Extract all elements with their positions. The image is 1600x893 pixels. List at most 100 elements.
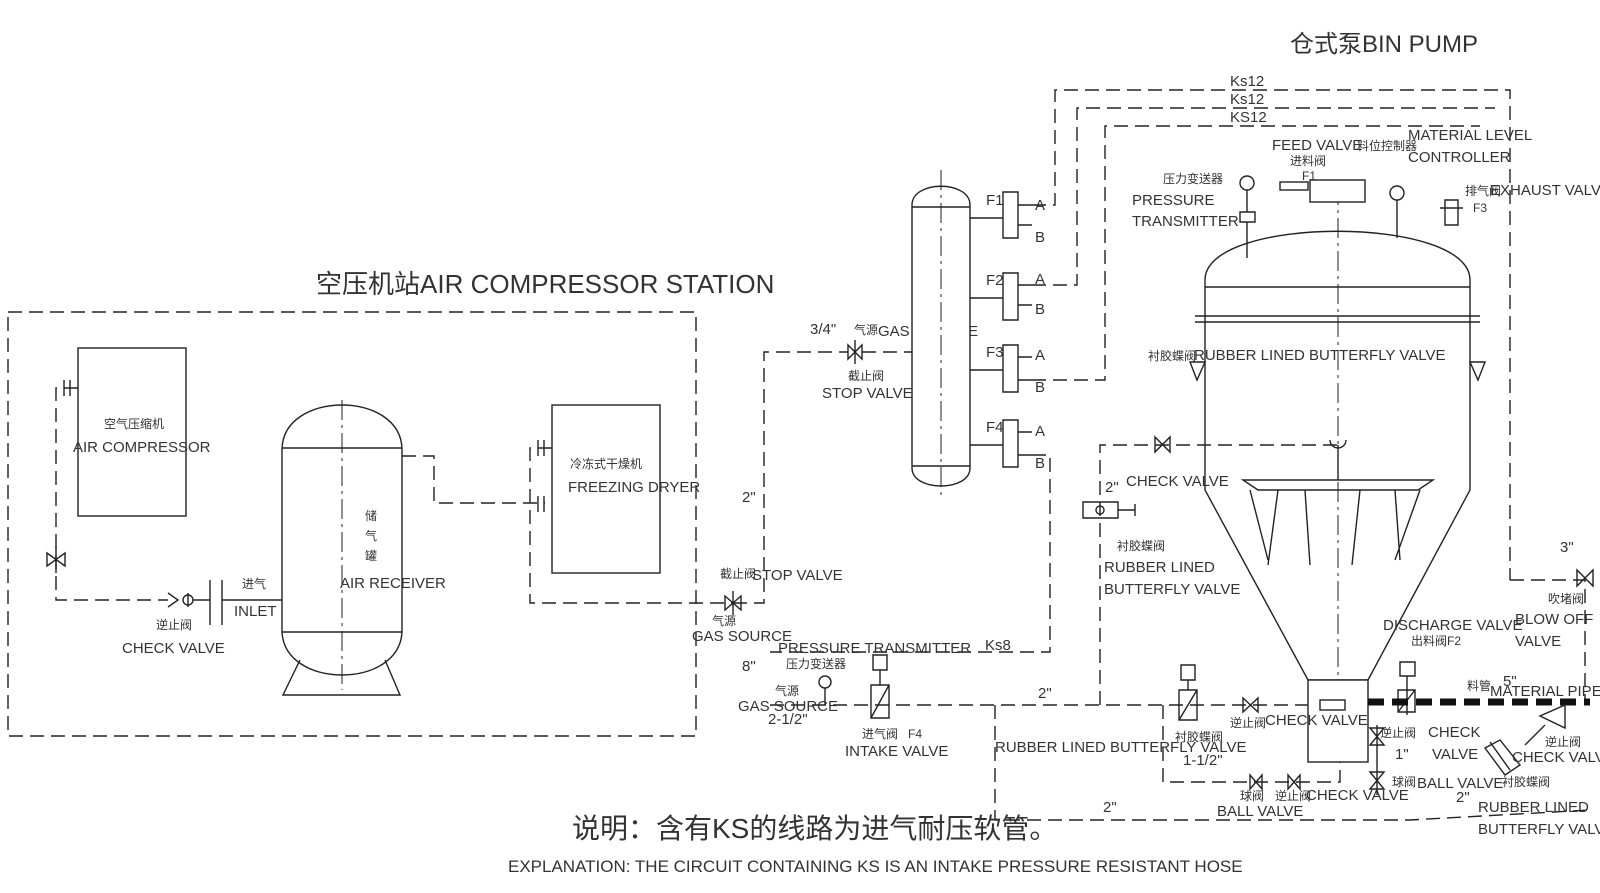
- explanation-zh: 说明：含有KS的线路为进气耐压软管。: [572, 813, 1057, 844]
- feed-valve-label: FEED VALVE: [1272, 137, 1362, 154]
- intake-valve-icon: [870, 654, 890, 719]
- check-valve-side-icon: [1154, 435, 1171, 454]
- manifold-branch-f2: F2 A B: [970, 271, 1045, 321]
- svg-text:F2: F2: [986, 272, 1004, 289]
- check-valve-zh: 逆止阀: [156, 617, 192, 632]
- intake-valve-label: INTAKE VALVE: [845, 743, 948, 760]
- size-1: 1": [1395, 746, 1409, 763]
- pressure-tx-label-1: PRESSURE: [1132, 192, 1215, 209]
- blow-off-label-1: BLOW OFF: [1515, 611, 1593, 628]
- svg-text:B: B: [1035, 379, 1045, 396]
- hose-ks8: [770, 454, 1051, 653]
- gas-source2-label: GAS SOURCE: [692, 628, 792, 645]
- aeration-ring: [1240, 479, 1436, 491]
- discharge-spout: [1307, 679, 1369, 763]
- size-8: 8": [742, 658, 756, 675]
- stop-valve-top-icon: [847, 340, 863, 364]
- hose-label-2: Ks12: [1230, 91, 1264, 108]
- rubber-bfv-bottom-zh: 衬胶蝶阀: [1175, 729, 1223, 744]
- freezing-dryer-label: FREEZING DRYER: [568, 479, 700, 496]
- blow-off-size: 3": [1560, 539, 1574, 556]
- check-valve3-label-1: CHECK: [1428, 724, 1481, 741]
- check-valve2-zh: 逆止阀: [1275, 788, 1311, 803]
- inlet-flange: [209, 580, 223, 625]
- air-receiver-zh-2: 气: [365, 528, 377, 543]
- hose-label-1: Ks12: [1230, 73, 1264, 90]
- manifold-branch-f3: F3 A B: [970, 344, 1045, 396]
- air-receiver-zh-3: 罐: [365, 549, 377, 563]
- stop-valve-zh: 截止阀: [848, 369, 884, 383]
- feed-valve-tag: F1: [1302, 169, 1316, 183]
- manifold-branch-f4: F4 A B: [970, 419, 1045, 472]
- rubber-bfv-label: RUBBER LINED BUTTERFLY VALVE: [1194, 347, 1445, 364]
- stop-valve-label: STOP VALVE: [822, 385, 913, 402]
- hose-ks12-2: [1032, 107, 1495, 286]
- intake-valve-tag: F4: [908, 727, 922, 741]
- hose-label-ks8: Ks8: [985, 637, 1011, 654]
- check-valve-side-label: CHECK VALVE: [1126, 473, 1229, 490]
- blow-off-valve-icon: [1576, 568, 1594, 588]
- stop-valve2-label: STOP VALVE: [752, 567, 843, 584]
- check-valve-bottom-label: CHECK VALVE: [1265, 712, 1368, 729]
- hose-ks12-1: [1032, 89, 1511, 580]
- feed-valve-icon: [1279, 181, 1309, 191]
- size-1-1-2: 1-1/2": [1183, 752, 1223, 769]
- ball-valve-zh: 球阀: [1240, 789, 1264, 803]
- check-valve3-label-2: VALVE: [1432, 746, 1478, 763]
- rubber-bfv-zh: 衬胶蝶阀: [1148, 348, 1196, 363]
- ball-valve2-label: BALL VALVE: [1417, 775, 1503, 792]
- hose-label-3: KS12: [1230, 109, 1267, 126]
- receiver-to-dryer-line: [402, 455, 545, 504]
- inlet-label: INLET: [234, 603, 277, 620]
- manifold-branch-f1: F1 A B: [970, 191, 1045, 246]
- pressure-tx-label-2: TRANSMITTER: [1132, 213, 1239, 230]
- freezing-dryer-zh: 冷冻式干燥机: [570, 456, 642, 471]
- size-2-1-2: 2-1/2": [768, 711, 808, 728]
- air-compressor: [77, 347, 187, 517]
- level-controller-label-1: MATERIAL LEVEL: [1408, 127, 1532, 144]
- check-valve-2in: 2": [1105, 479, 1119, 496]
- svg-text:B: B: [1035, 301, 1045, 318]
- check-valve2-label: CHECK VALVE: [1306, 787, 1409, 804]
- svg-text:B: B: [1035, 455, 1045, 472]
- rubber-bfv-bottom-icon: [1178, 664, 1198, 721]
- material-pipe-label: MATERIAL PIPE: [1490, 683, 1600, 700]
- gas-source3-label: GAS SOURCE: [738, 698, 838, 715]
- air-receiver-label: AIR RECEIVER: [340, 575, 446, 592]
- discharge-valve-icon: [1397, 661, 1416, 715]
- level-gauge-icon: [1389, 185, 1405, 201]
- dryer-outlet-line: [529, 447, 733, 604]
- size-2a: 2": [1038, 685, 1052, 702]
- check-valve-icon: [167, 592, 194, 608]
- size-2: 2": [742, 489, 756, 506]
- pressure-tx-bottom-zh: 压力变送器: [786, 656, 846, 671]
- explanation-en: EXPLANATION: THE CIRCUIT CONTAINING KS I…: [508, 857, 1243, 876]
- check-valve4-label: CHECK VALVE: [1512, 749, 1600, 766]
- exhaust-valve-label: EXHAUST VALVE: [1490, 182, 1600, 199]
- material-level-controller: [1309, 179, 1366, 203]
- check-valve-label: CHECK VALVE: [122, 640, 225, 657]
- pressure-tx-bottom-label: PRESSURE TRANSMITTER: [778, 640, 971, 657]
- svg-text:A: A: [1035, 347, 1045, 364]
- svg-text:F4: F4: [986, 419, 1004, 436]
- ball-valve-label: BALL VALVE: [1217, 803, 1303, 820]
- air-receiver-zh-1: 储: [365, 508, 377, 523]
- discharge-valve-zh: 出料阀F2: [1411, 634, 1461, 648]
- pressure-tx-zh: 压力变送器: [1163, 171, 1223, 186]
- rubber-bfv3-label-1: RUBBER LINED: [1478, 799, 1589, 816]
- gas-source-zh: 气源: [854, 322, 878, 337]
- pipe-flange: [63, 380, 71, 396]
- level-controller-label-2: CONTROLLER: [1408, 149, 1511, 166]
- air-compressor-label: AIR COMPRESSOR: [73, 439, 211, 456]
- blow-off-zh: 吹堵阀: [1548, 592, 1584, 606]
- dryer-flanges: [537, 440, 545, 512]
- lower-return-line: [994, 705, 1591, 821]
- rubber-bfv-bottom-label: RUBBER LINED BUTTERFLY VALVE: [995, 739, 1246, 756]
- compressor-valve-icon: [46, 546, 66, 573]
- svg-text:A: A: [1035, 271, 1045, 288]
- compressor-discharge-line: [55, 387, 168, 601]
- rubber-bfv-side-icon: [1082, 501, 1136, 519]
- bin-pump-title: 仓式泵BIN PUMP: [1290, 31, 1478, 58]
- inner-tube: [1329, 439, 1347, 480]
- bypass-line: [1162, 705, 1341, 783]
